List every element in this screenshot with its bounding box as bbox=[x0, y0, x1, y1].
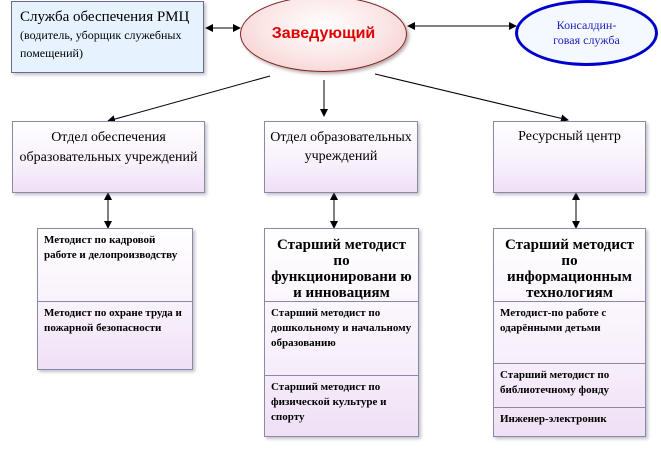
list-item: Инженер-электроник bbox=[494, 407, 645, 438]
list-item: Методист-по работе с одарёнными детьми bbox=[494, 301, 645, 363]
dept-box-support: Отдел обеспечения образовательных учрежд… bbox=[12, 121, 205, 193]
column3-head: Старший методист по информационным техно… bbox=[504, 237, 635, 300]
list-item: Старший методист по дошкольному и началь… bbox=[265, 301, 418, 375]
consulting-ellipse: Консалдин-говая служба bbox=[515, 0, 658, 66]
arrow-head-dept1 bbox=[107, 75, 271, 123]
consulting-title: Консалдин-говая служба bbox=[553, 18, 620, 47]
dept-title: Ресурсный центр bbox=[518, 129, 621, 144]
list-item: Методист по охране труда и пожарной безо… bbox=[38, 301, 192, 371]
list-item: Старший методист по библиотечному фонду bbox=[494, 363, 645, 407]
list-item: Методист по кадровой работе и делопроизв… bbox=[44, 234, 178, 261]
head-title: Заведующий bbox=[271, 25, 376, 42]
service-title: Служба обеспечения РМЦ bbox=[20, 9, 190, 25]
dept-title: Отдел образовательных учреждений bbox=[270, 130, 412, 164]
dept-box-education: Отдел образовательных учреждений bbox=[264, 121, 418, 193]
column3-block: Старший методист по информационным техно… bbox=[493, 228, 646, 437]
list-item: Старший методист по физической культуре … bbox=[265, 375, 418, 438]
column2-head: Старший методист по функционировани ю и … bbox=[271, 237, 412, 300]
arrow-head-dept3 bbox=[374, 73, 569, 123]
column1-block: Методист по кадровой работе и делопроизв… bbox=[37, 228, 193, 370]
dept-box-resource: Ресурсный центр bbox=[493, 121, 646, 193]
column2-block: Старший методист по функционировани ю и … bbox=[264, 228, 419, 437]
service-box: Служба обеспечения РМЦ (водитель, уборщи… bbox=[11, 1, 204, 73]
dept-title: Отдел обеспечения образовательных учрежд… bbox=[19, 130, 198, 165]
service-note: (водитель, уборщик служебных помещений) bbox=[20, 28, 182, 60]
head-ellipse: Заведующий bbox=[240, 0, 407, 72]
